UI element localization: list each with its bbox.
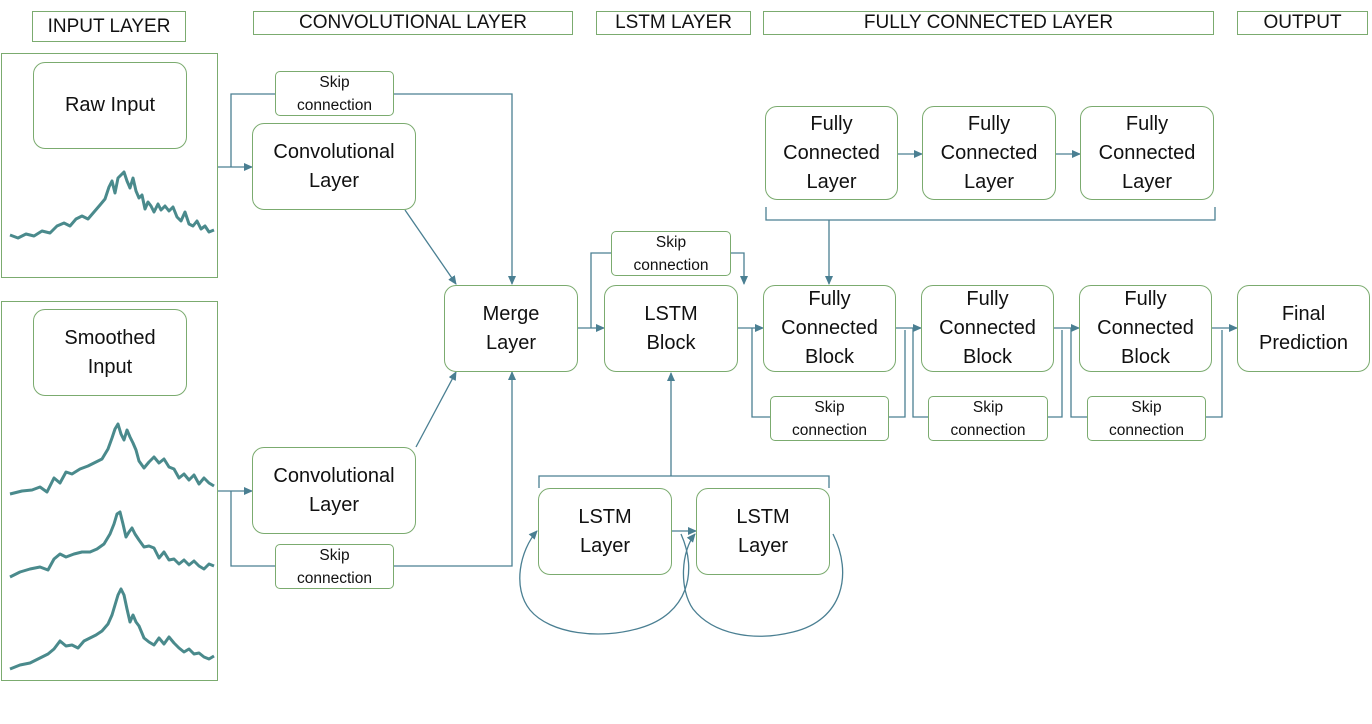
skip-line-bottom: [230, 372, 512, 567]
skip-line-top: [230, 93, 512, 284]
header-output: OUTPUT: [1237, 11, 1368, 35]
header-convolutional-layer: CONVOLUTIONAL LAYER: [253, 11, 573, 35]
recurrent-loop-2: [682, 533, 844, 637]
final-prediction-node: Final Prediction: [1237, 285, 1370, 372]
arrow-conv-top-to-merge: [404, 209, 457, 285]
skip-line-fc-3: [1070, 328, 1223, 418]
fully-connected-block-node-1: Fully Connected Block: [763, 285, 896, 372]
convolutional-layer-top: Convolutional Layer: [252, 123, 416, 210]
header-lstm-layer: LSTM LAYER: [596, 11, 751, 35]
smoothed-input-node: Smoothed Input: [33, 309, 187, 396]
skip-line-fc-2: [912, 328, 1063, 418]
fully-connected-block-node-3: Fully Connected Block: [1079, 285, 1212, 372]
header-fully-connected-layer: FULLY CONNECTED LAYER: [763, 11, 1214, 35]
merge-layer-node: Merge Layer: [444, 285, 578, 372]
convolutional-layer-bottom: Convolutional Layer: [252, 447, 416, 534]
skip-connection-label: Skip connection: [275, 71, 394, 116]
fully-connected-block-node-2: Fully Connected Block: [921, 285, 1054, 372]
skip-connection-label: Skip connection: [770, 396, 889, 441]
lstm-block-node: LSTM Block: [604, 285, 738, 372]
fully-connected-layer-node-2: Fully Connected Layer: [922, 106, 1056, 200]
skip-line-lstm: [590, 252, 744, 328]
fully-connected-layer-node-3: Fully Connected Layer: [1080, 106, 1214, 200]
smoothed-signal-2: [9, 510, 215, 579]
smoothed-signal-plots: [9, 422, 215, 671]
lstm-layer-node-1: LSTM Layer: [538, 488, 672, 575]
skip-connection-label: Skip connection: [611, 231, 731, 276]
fc-layers-bracket: [765, 207, 1216, 284]
skip-connection-label: Skip connection: [275, 544, 394, 589]
smoothed-signal-1: [9, 422, 215, 496]
lstm-layer-node-2: LSTM Layer: [696, 488, 830, 575]
arrow-conv-bottom-to-merge: [415, 371, 457, 448]
header-input-layer: INPUT LAYER: [32, 11, 186, 42]
skip-line-fc-1: [751, 328, 906, 418]
fully-connected-layer-node-1: Fully Connected Layer: [765, 106, 898, 200]
raw-input-node: Raw Input: [33, 62, 187, 149]
raw-signal-plot: [9, 170, 215, 240]
recurrent-loop-1: [519, 530, 690, 635]
skip-connection-label: Skip connection: [928, 396, 1048, 441]
skip-connection-label: Skip connection: [1087, 396, 1206, 441]
smoothed-signal-3: [9, 587, 215, 671]
lstm-layers-bracket: [538, 373, 830, 488]
